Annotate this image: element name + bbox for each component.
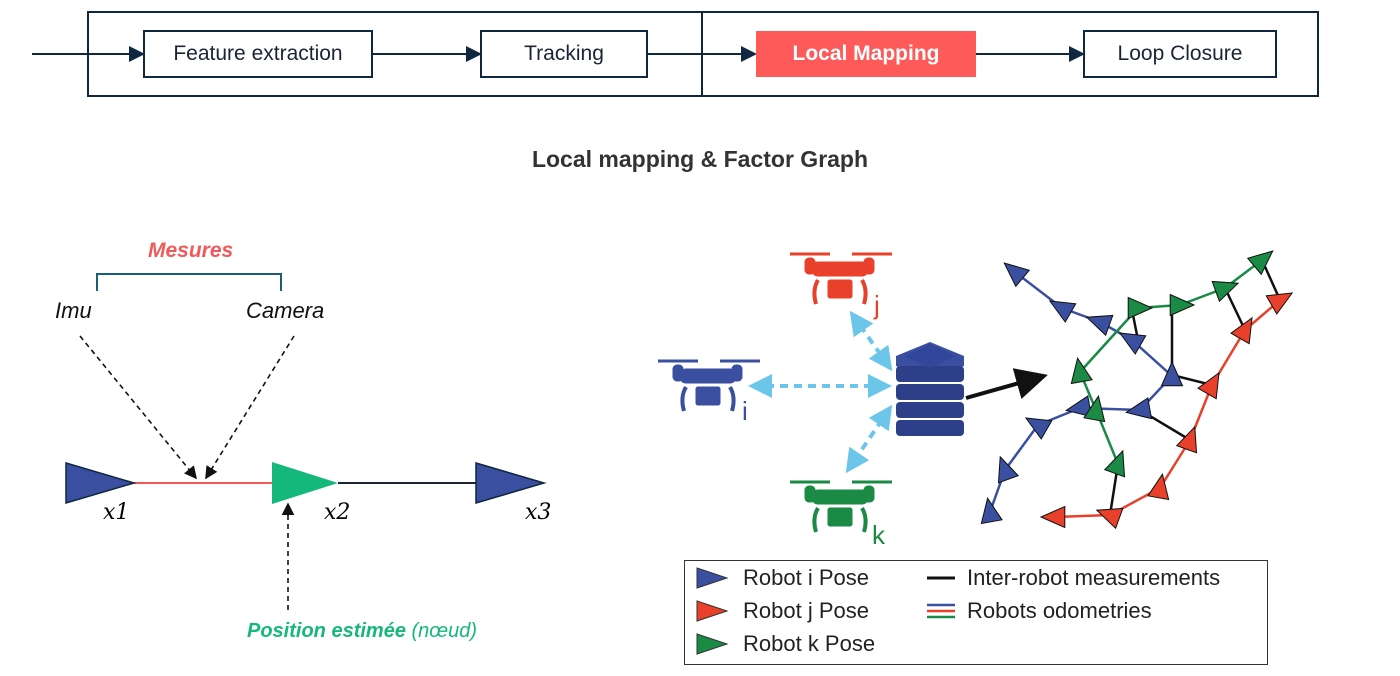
sensor-camera: Camera: [246, 298, 325, 323]
drone-i-icon: [658, 359, 760, 412]
node-x3-pose-icon: [475, 461, 547, 505]
estimated-position-label: Position estimée (nœud): [247, 620, 477, 643]
pose-triangle-icon: [1103, 449, 1126, 478]
pose-triangle-icon: [1003, 262, 1031, 288]
robot-j-pose-icon: [696, 600, 729, 622]
legend-robot-i: Robot i Pose: [695, 565, 869, 591]
robot-k-pose-icon: [696, 633, 729, 655]
node-x2-pose-icon: [272, 462, 338, 504]
node-x1-label: x1: [103, 500, 130, 525]
pose-triangle-icon: [1095, 507, 1124, 530]
estimated-label-sub: (nœud): [411, 620, 478, 642]
pose-graph: [980, 250, 1294, 530]
stage-local-mapping[interactable]: Local Mapping: [756, 31, 976, 77]
robot-i-label: i: [742, 396, 748, 426]
pose-triangle-icon: [1064, 395, 1093, 418]
server-to-graph-arrow: [965, 368, 1048, 400]
legend-odometries-label: Robots odometries: [967, 598, 1152, 623]
pose-triangle-icon: [1118, 332, 1147, 355]
link-server-j: [849, 310, 893, 372]
legend-inter-robot-label: Inter-robot measurements: [967, 565, 1221, 590]
odometry-lines-icon: [927, 603, 955, 619]
pose-triangle-icon: [1147, 472, 1170, 501]
pose-triangle-icon: [1048, 300, 1077, 323]
legend-robot-j: Robot j Pose: [695, 598, 869, 624]
section-title: Local mapping & Factor Graph: [531, 146, 869, 172]
pose-triangle-icon: [1265, 292, 1294, 315]
imu-edge: [79, 335, 198, 480]
measures-label: Mesures: [148, 239, 234, 262]
robot-k-label: k: [872, 520, 885, 550]
drone-j-icon: [790, 252, 892, 305]
graph-edge: [1223, 287, 1247, 331]
graph-edge: [1003, 424, 1040, 471]
pose-triangle-icon: [997, 455, 1020, 484]
pose-triangle-icon: [1127, 296, 1154, 320]
drone-k-icon: [790, 480, 892, 533]
pose-triangle-icon: [1175, 425, 1198, 454]
inter-robot-line-icon: [927, 576, 955, 580]
pose-triangle-icon: [1246, 250, 1274, 276]
stage-tracking[interactable]: Tracking: [480, 30, 648, 78]
link-server-k: [845, 404, 893, 474]
pose-triangle-icon: [1070, 356, 1093, 385]
sensor-imu: Imu: [55, 298, 92, 323]
pose-triangle-icon: [1211, 280, 1240, 303]
stage-feature-extraction[interactable]: Feature extraction: [143, 30, 373, 78]
pose-triangle-icon: [1169, 293, 1196, 317]
measures-bracket: [96, 273, 282, 291]
legend-robot-i-label: Robot i Pose: [743, 565, 869, 590]
legend-robot-k: Robot k Pose: [695, 631, 875, 657]
robot-j-label: j: [874, 290, 880, 320]
pose-triangle-icon: [1160, 360, 1184, 387]
legend-odometries: Robots odometries: [927, 598, 1152, 624]
server-stack-icon: [896, 342, 964, 436]
legend: Robot i Pose Robot j Pose Robot k Pose I…: [684, 560, 1268, 665]
pose-triangle-icon: [1124, 397, 1153, 420]
legend-inter-robot: Inter-robot measurements: [927, 565, 1220, 591]
robot-i-pose-icon: [696, 567, 729, 589]
stage-loop-closure[interactable]: Loop Closure: [1083, 30, 1277, 78]
legend-robot-j-label: Robot j Pose: [743, 598, 869, 623]
pose-triangle-icon: [980, 496, 1003, 525]
legend-robot-k-label: Robot k Pose: [743, 631, 876, 656]
estimated-label-main: Position estimée: [247, 620, 406, 642]
node-x2-label: x2: [324, 500, 351, 525]
pose-triangle-icon: [1230, 316, 1253, 345]
pose-triangle-icon: [1083, 394, 1106, 423]
node-x1-pose-icon: [65, 461, 137, 505]
node-x3-label: x3: [525, 500, 552, 525]
camera-edge: [205, 335, 295, 480]
pose-triangle-icon: [1024, 417, 1053, 440]
pose-triangle-icon: [1039, 505, 1066, 529]
pose-triangle-icon: [1197, 371, 1220, 400]
pose-triangle-icon: [1085, 314, 1114, 337]
